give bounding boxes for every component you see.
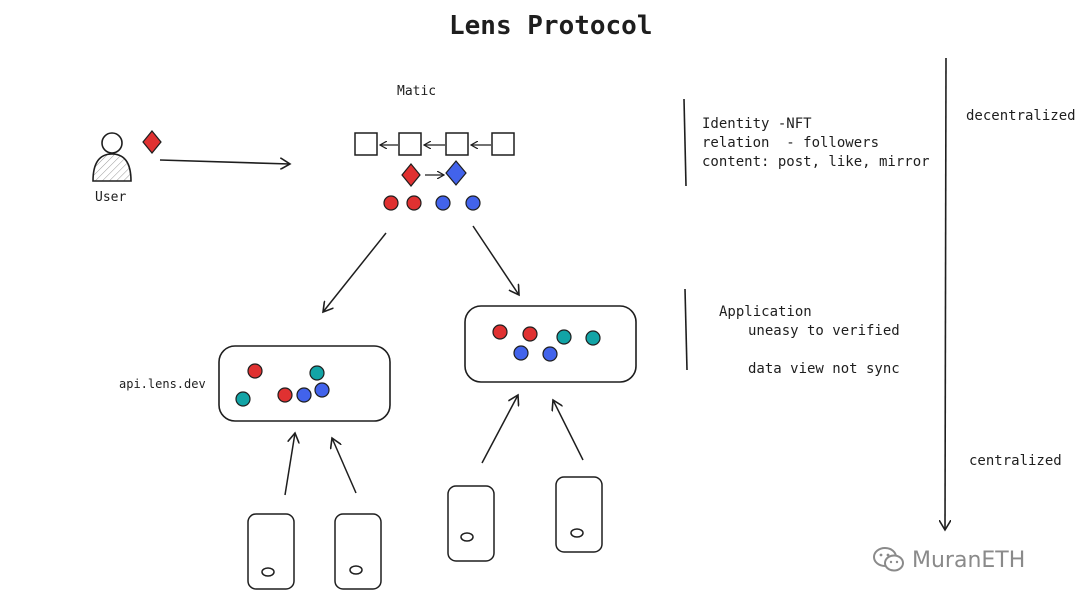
application-box-dots xyxy=(492,324,601,362)
phone-device-2 xyxy=(334,513,382,590)
diamond-icon xyxy=(142,130,162,154)
device-arrow-1 xyxy=(284,433,295,496)
chain-label: Matic xyxy=(397,84,437,99)
api-box-dots xyxy=(235,363,330,407)
api-box xyxy=(218,345,391,422)
axis-label-decentralized: decentralized xyxy=(966,108,1076,124)
watermark-text: MuranETH xyxy=(912,547,1026,573)
chain-notes-bracket xyxy=(683,98,687,187)
application-heading: Application xyxy=(719,304,812,320)
page-title: Lens Protocol xyxy=(449,11,653,41)
blue-diamond xyxy=(445,160,467,186)
user-to-chain-arrow xyxy=(159,160,290,164)
decentralization-axis-arrow xyxy=(945,57,946,530)
chain-to-app-arrow xyxy=(472,225,519,295)
api-label: api.lens.dev xyxy=(119,377,206,391)
application-notes-bracket xyxy=(684,288,688,371)
device-arrow-4 xyxy=(553,400,584,461)
chain-dots xyxy=(383,195,481,211)
chain-note-relation: relation - followers xyxy=(702,135,880,151)
user-icon xyxy=(92,132,132,182)
red-diamond xyxy=(401,163,421,187)
wechat-icon xyxy=(873,547,904,572)
watermark: MuranETH xyxy=(872,546,1025,574)
phone-device-4 xyxy=(555,476,603,553)
chain-note-identity: Identity -NFT xyxy=(702,116,812,132)
device-arrow-2 xyxy=(332,438,357,494)
device-arrow-3 xyxy=(481,395,518,464)
phone-device-3 xyxy=(447,485,495,562)
block-chain xyxy=(354,132,515,156)
user-label: User xyxy=(95,190,127,205)
axis-label-centralized: centralized xyxy=(969,453,1062,469)
chain-note-content: content: post, like, mirror xyxy=(702,154,930,170)
application-note-verify: uneasy to verified xyxy=(748,323,900,339)
chain-to-api-arrow xyxy=(323,232,387,312)
application-box xyxy=(464,305,637,383)
application-note-sync: data view not sync xyxy=(748,361,900,377)
phone-device-1 xyxy=(247,513,295,590)
